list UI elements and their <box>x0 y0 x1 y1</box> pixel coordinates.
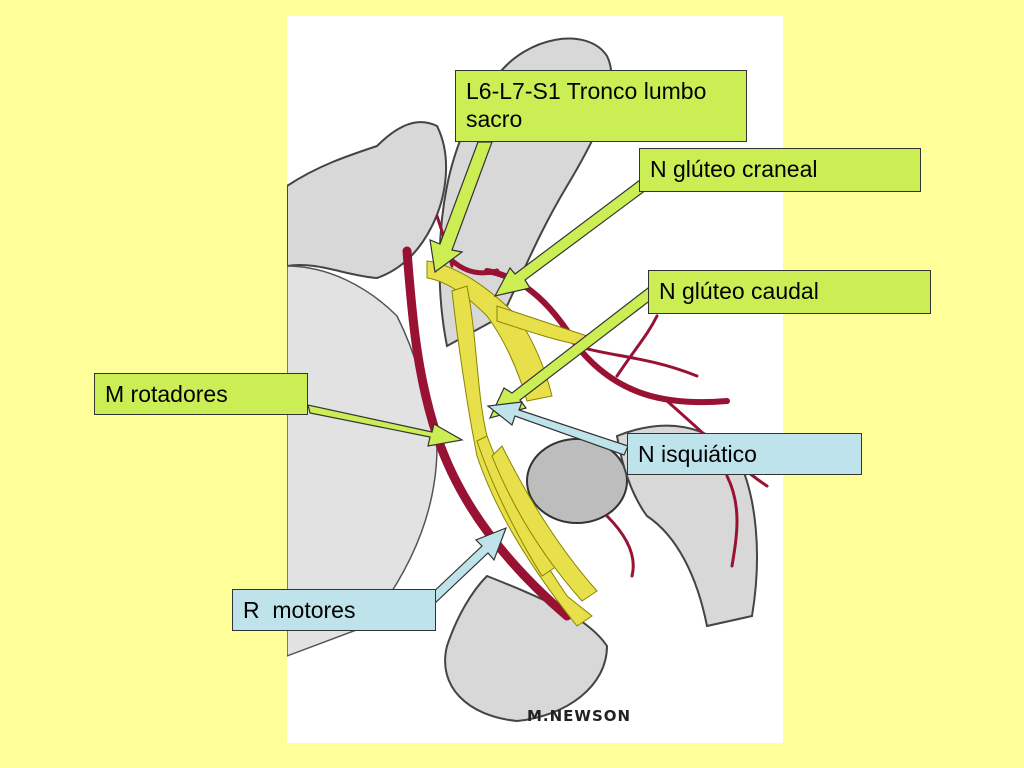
arrow-caudal-gluteal <box>488 287 657 419</box>
label-lumbosacral-trunk: L6-L7-S1 Tronco lumbo sacro <box>455 70 747 142</box>
sacrum-bone <box>287 121 447 280</box>
arrow-sciatic <box>486 401 629 456</box>
label-cranial-gluteal-text: N glúteo craneal <box>650 156 818 182</box>
label-rotators-text: M rotadores <box>105 381 228 407</box>
label-sciatic-nerve: N isquiático <box>627 433 862 475</box>
label-rotator-muscles: M rotadores <box>94 373 308 415</box>
label-sciatic-text: N isquiático <box>638 441 757 467</box>
arrow-lumbosacral <box>429 141 493 274</box>
label-lumbosacral-text: L6-L7-S1 Tronco lumbo sacro <box>466 78 707 132</box>
label-caudal-gluteal-text: N glúteo caudal <box>659 278 819 304</box>
label-motor-branches: R motores <box>232 589 436 631</box>
nerves <box>426 260 598 627</box>
arrow-motor-branches <box>427 526 508 605</box>
pelvis-drawing: M.NEWSON <box>287 37 769 725</box>
arrow-rotators <box>307 404 464 447</box>
femoral-head <box>526 438 628 524</box>
signature: M.NEWSON <box>527 707 631 725</box>
label-caudal-gluteal-nerve: N glúteo caudal <box>648 270 931 314</box>
label-cranial-gluteal-nerve: N glúteo craneal <box>639 148 921 192</box>
label-motor-branches-text: R motores <box>243 597 356 623</box>
arrow-cranial-gluteal <box>493 179 647 297</box>
